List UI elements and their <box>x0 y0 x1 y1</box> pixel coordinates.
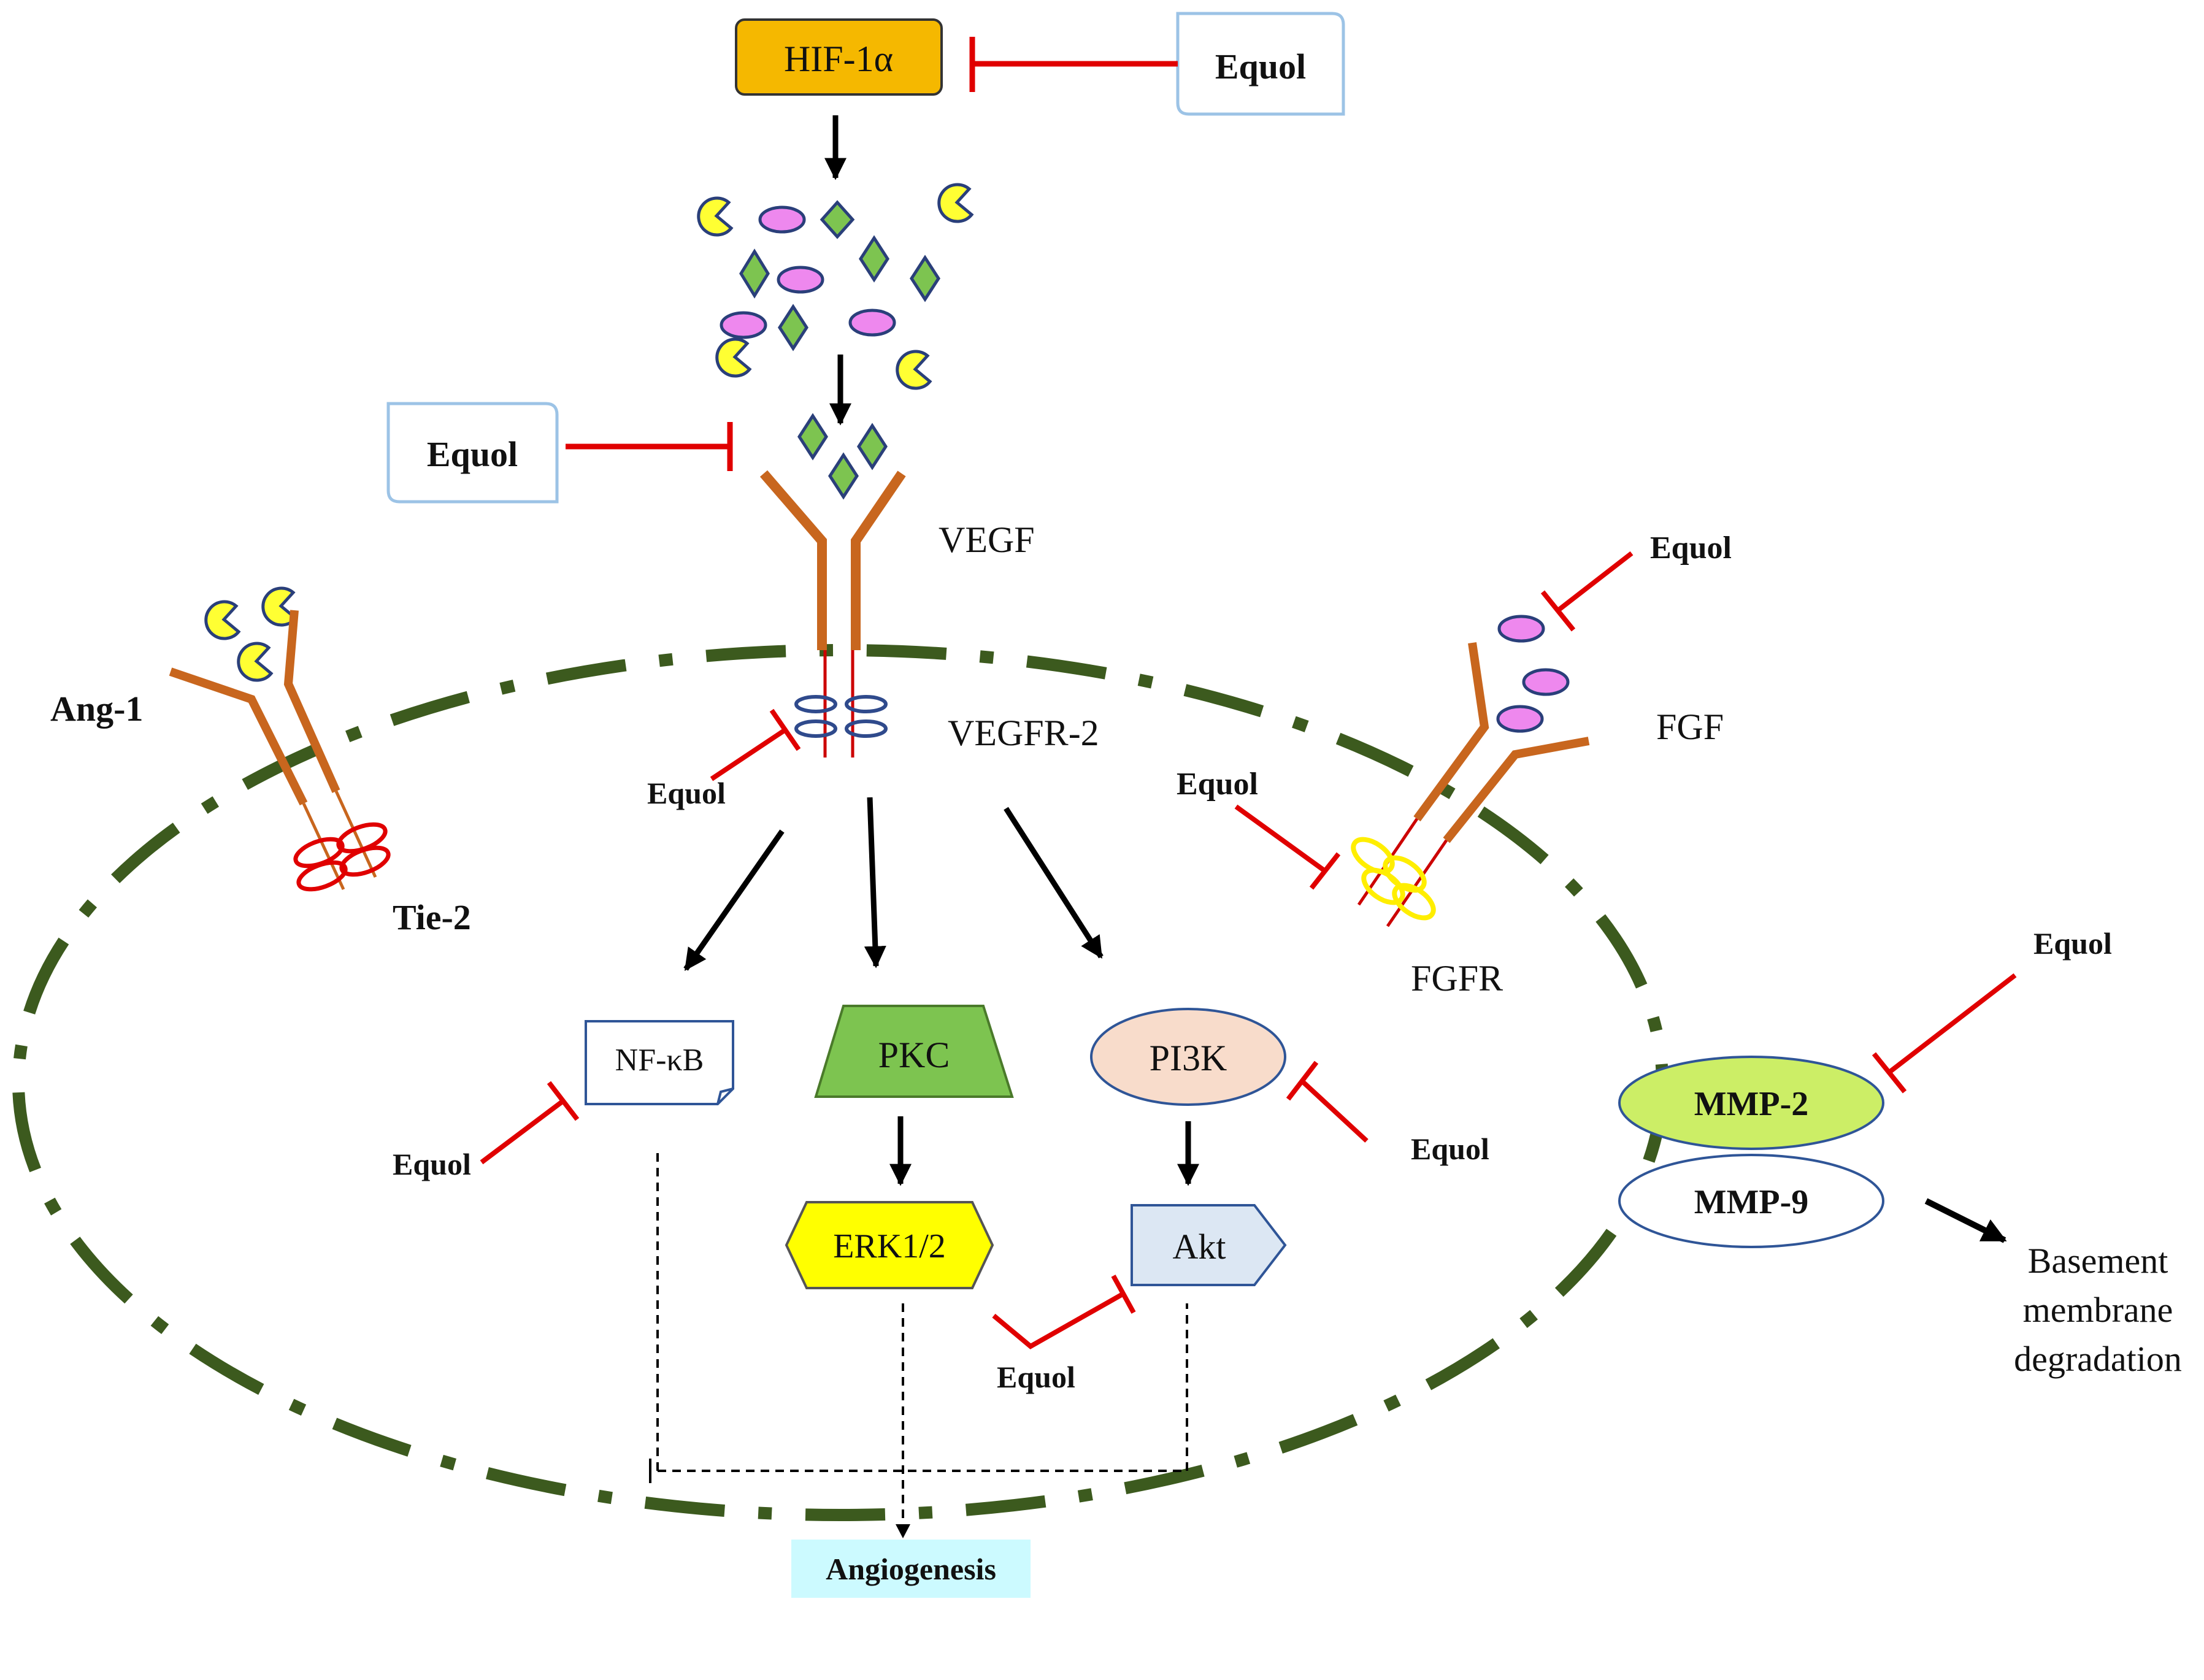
mmp-9-label: MMP-9 <box>1694 1183 1809 1221</box>
equol-label-top: Equol <box>1215 47 1306 86</box>
angiogenesis-label: Angiogenesis <box>826 1552 996 1586</box>
svg-text:Basement: Basement <box>2028 1241 2168 1281</box>
tie-2-transmembrane <box>302 790 377 891</box>
fgf-ligand <box>720 311 767 339</box>
akt-node: Akt <box>1131 1204 1287 1286</box>
vegf-ligand-group <box>797 413 888 500</box>
equol-label-pi3k: Equol <box>1411 1132 1489 1166</box>
arrow-to-pkc <box>864 797 886 968</box>
ang-ligand <box>937 183 974 223</box>
equol-label-mmp: Equol <box>2033 926 2112 961</box>
equol-label-fgfr: Equol <box>1177 767 1258 802</box>
arrow-to-angiogenesis <box>896 1524 910 1538</box>
dashed-pathways <box>656 1153 1188 1527</box>
vegfr-2-domains <box>794 695 888 738</box>
basement-membrane-label: Basement membrane degradation <box>2014 1241 2182 1379</box>
inhibit-vegf <box>566 422 733 471</box>
equol-box-left: Equol <box>386 402 559 504</box>
equol-label-left: Equol <box>427 434 518 474</box>
fgf-label: FGF <box>1656 707 1724 747</box>
pi3k-node: PI3K <box>1090 1008 1286 1106</box>
akt-label: Akt <box>1173 1227 1226 1267</box>
ang-ligand <box>896 350 932 390</box>
fgf-ligands <box>1496 615 1570 733</box>
erk-label: ERK1/2 <box>833 1227 946 1265</box>
vegfr-2-transmembrane <box>823 650 854 758</box>
equol-label-nfkb: Equol <box>393 1147 471 1181</box>
vegf-ligand <box>739 248 770 299</box>
equol-label-akt: Equol <box>997 1360 1075 1394</box>
equol-label-fgf: Equol <box>1650 531 1732 566</box>
fgf-ligand <box>777 266 824 294</box>
inhibit-fgf <box>1540 551 1634 632</box>
fgf-ligand <box>758 205 806 234</box>
fgf-receptor <box>1413 642 1590 843</box>
arrow-to-pi3k <box>1004 807 1104 959</box>
vegf-label: VEGF <box>939 520 1035 560</box>
erk-node: ERK1/2 <box>785 1201 994 1289</box>
nfkb-node: NF-κB <box>585 1020 734 1105</box>
fgfr-domains <box>1351 837 1436 921</box>
angiogenesis-node: Angiogenesis <box>791 1540 1031 1598</box>
hif-1a-label: HIF-1α <box>784 39 893 79</box>
equol-label-vegfr2: Equol <box>647 776 726 810</box>
mmp-9-node: MMP-9 <box>1618 1154 1884 1248</box>
hif-1a-node: HIF-1α <box>735 18 943 96</box>
arrow-mmp-to-basement <box>1924 1198 2007 1243</box>
inhibit-nfkb <box>480 1081 580 1165</box>
pi3k-label: PI3K <box>1150 1038 1227 1078</box>
arrow-to-nfkb <box>683 829 785 971</box>
ang-ligand <box>697 196 734 237</box>
vegf-ligand <box>820 200 855 239</box>
inhibit-hif <box>969 37 1178 92</box>
ang-1-ligands <box>204 586 298 682</box>
tie-2-label: Tie-2 <box>393 897 471 937</box>
fgf-ligand <box>848 309 896 337</box>
vegf-ligand <box>778 304 808 351</box>
ang-ligand <box>715 337 752 378</box>
inhibit-vegfr2 <box>710 708 801 781</box>
fgfr-label: FGFR <box>1411 958 1503 999</box>
svg-text:membrane: membrane <box>2023 1290 2173 1330</box>
nfkb-label: NF-κB <box>615 1043 704 1078</box>
vegf-receptor <box>759 470 906 650</box>
tie-2-receptor <box>169 610 340 806</box>
vegfr-2-label: VEGFR-2 <box>948 713 1099 753</box>
vegf-ligand <box>910 255 940 302</box>
inhibit-akt <box>992 1275 1136 1349</box>
inhibit-fgfr <box>1234 804 1341 890</box>
ligand-cluster <box>697 183 974 390</box>
tie-2-domains <box>293 822 391 892</box>
vegf-ligand <box>859 235 889 283</box>
equol-box-top: Equol <box>1176 12 1345 116</box>
pkc-node: PKC <box>814 1005 1014 1098</box>
inhibit-mmp <box>1872 973 2017 1094</box>
pkc-label: PKC <box>878 1035 950 1075</box>
ang-1-label: Ang-1 <box>50 689 143 729</box>
mmp-2-node: MMP-2 <box>1618 1056 1884 1150</box>
inhibit-pi3k <box>1286 1061 1369 1143</box>
mmp-2-label: MMP-2 <box>1694 1085 1809 1123</box>
svg-text:degradation: degradation <box>2014 1339 2182 1379</box>
